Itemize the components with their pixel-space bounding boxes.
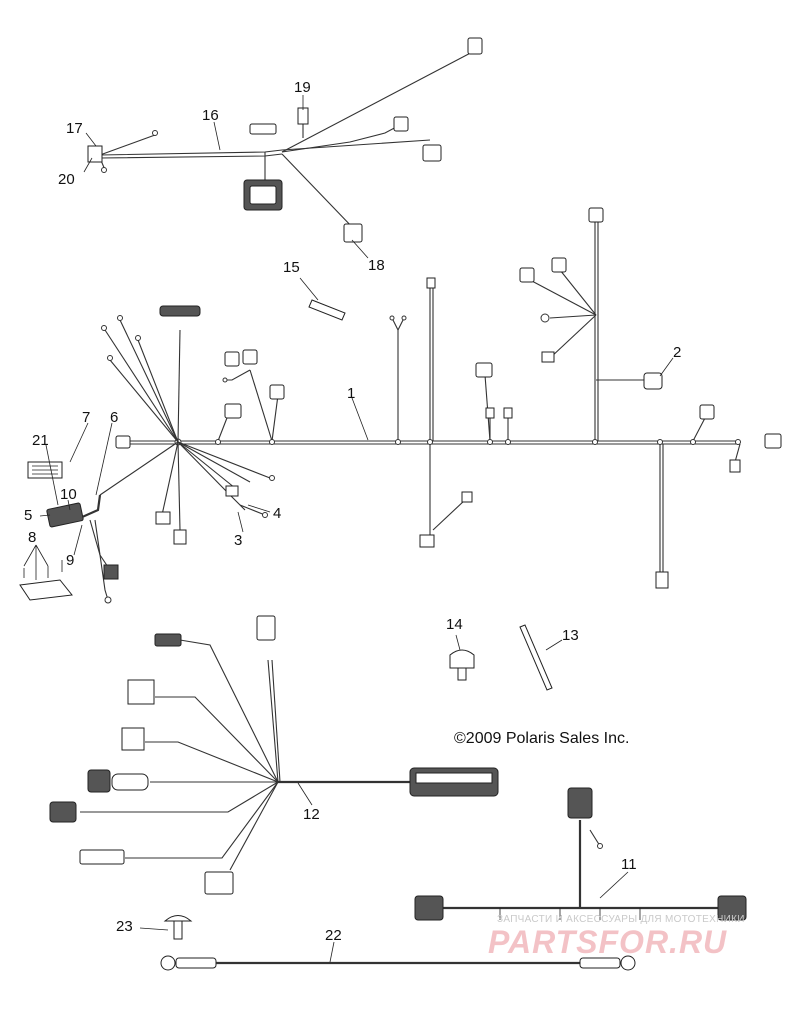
callout-4: 4 [273, 505, 282, 522]
cable-22 [160, 955, 636, 971]
watermark-logo: PARTSFOR.RU [488, 924, 728, 960]
item-13 [519, 624, 553, 691]
callout-3: 3 [234, 532, 243, 549]
harness-16 [87, 37, 483, 243]
callout-18: 18 [368, 257, 385, 274]
callout-20: 20 [58, 171, 75, 188]
connector-right-end [764, 433, 782, 449]
callout-7: 7 [82, 409, 91, 426]
connector-left-end [115, 435, 131, 449]
callout-1: 1 [347, 385, 356, 402]
callout-23: 23 [116, 918, 133, 935]
callout-12: 12 [303, 806, 320, 823]
copyright-notice: ©2009 Polaris Sales Inc. [454, 730, 630, 747]
callout-8: 8 [28, 529, 37, 546]
item-23 [163, 915, 193, 940]
callout-16: 16 [202, 107, 219, 124]
connector-2 [643, 372, 663, 390]
callout-17: 17 [66, 120, 83, 137]
callout-14: 14 [446, 616, 463, 633]
fuse-box-assembly [19, 461, 119, 604]
callout-10: 10 [60, 486, 77, 503]
callout-5: 5 [24, 507, 33, 524]
watermark-tagline: ЗАПЧАСТИ И АКСЕССУАРЫ ДЛЯ МОТОТЕХНИКИ [497, 914, 745, 925]
harness-11 [414, 787, 747, 921]
callout-11: 11 [621, 856, 637, 873]
callout-13: 13 [562, 627, 579, 644]
callout-22: 22 [325, 927, 342, 944]
harness-1 [99, 207, 782, 589]
callout-21: 21 [32, 432, 49, 449]
item-15 [308, 299, 346, 321]
leader-lines [23, 95, 674, 963]
connector-17 [87, 145, 103, 163]
callout-2: 2 [673, 344, 682, 361]
item-14 [449, 649, 475, 681]
harness-12 [49, 615, 499, 895]
callout-9: 9 [66, 552, 75, 569]
callout-15: 15 [283, 259, 300, 276]
callout-19: 19 [294, 79, 311, 96]
callout-6: 6 [110, 409, 119, 426]
